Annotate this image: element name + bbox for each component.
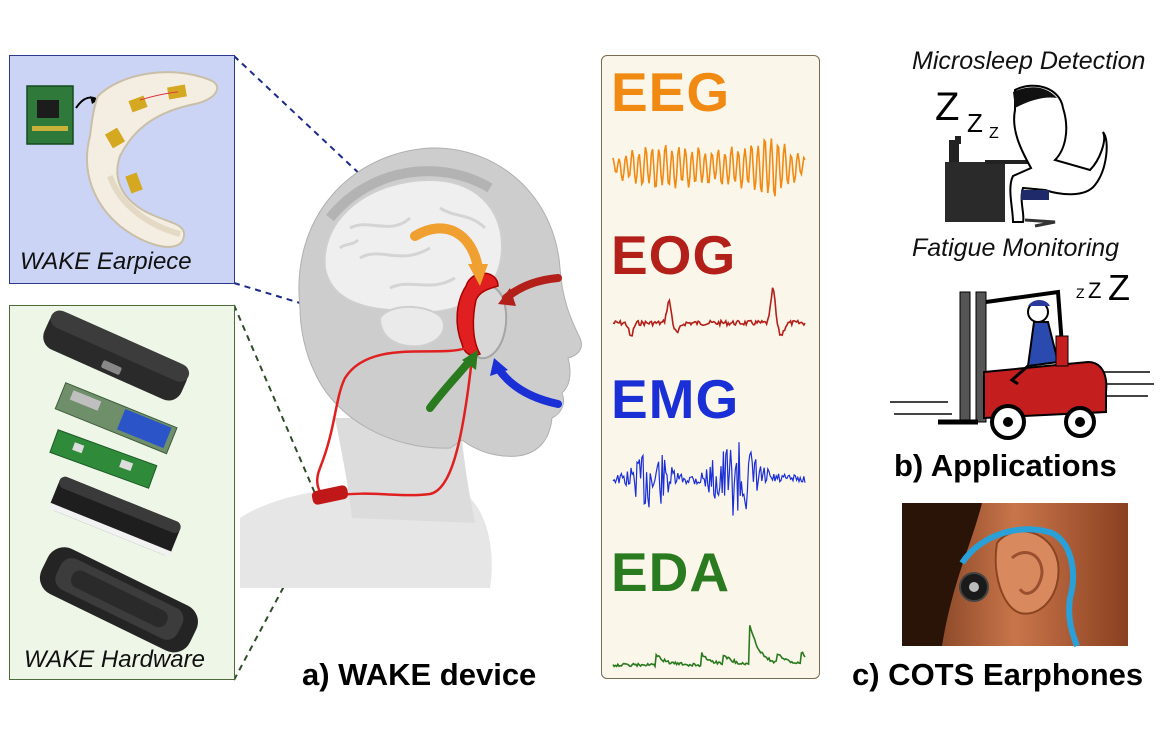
electrode — [128, 95, 148, 113]
eog-waveform — [612, 287, 806, 337]
desk — [945, 162, 1005, 222]
electrode — [125, 172, 143, 194]
eeg-waveform — [612, 137, 806, 197]
signal-waveforms — [612, 137, 806, 669]
bottom-casing — [39, 547, 198, 653]
fatigue-title: Fatigue Monitoring — [912, 234, 1120, 262]
cots-caption: c) COTS Earphones — [852, 657, 1144, 692]
earpiece-shape — [86, 71, 219, 248]
emg-arrow — [494, 364, 562, 408]
ear-photo — [994, 530, 1060, 615]
hardware-exploded-view — [39, 310, 198, 653]
emg-waveform — [612, 442, 806, 516]
head-illustration — [240, 147, 582, 588]
earpiece-caption: WAKE Earpiece — [20, 248, 192, 275]
earpiece-illustration — [26, 71, 219, 248]
battery — [48, 476, 181, 558]
fatigue-illustration: Z Z Z — [890, 267, 1154, 440]
emg-label: EMG — [611, 368, 740, 430]
cerebellum — [378, 305, 445, 348]
microsleep-title: Microsleep Detection — [912, 47, 1146, 75]
electrode — [104, 127, 126, 149]
fatigue-z-small: Z — [1076, 285, 1085, 301]
top-casing — [43, 310, 190, 401]
hardware-module — [311, 485, 349, 505]
microsleep-illustration: Z Z Z — [935, 84, 1108, 228]
fatigue-z-large: Z — [1108, 267, 1130, 308]
hardware-panel: WAKE Hardware — [9, 305, 235, 680]
sleep-z-small: Z — [989, 125, 999, 142]
wake-earpiece-on-ear — [456, 272, 499, 357]
eog-label: EOG — [611, 224, 737, 286]
eeg-arrow — [410, 223, 483, 273]
sleeping-person — [1009, 84, 1108, 223]
sleep-z-medium: Z — [967, 108, 983, 138]
fatigue-z-medium: Z — [1088, 278, 1101, 303]
driver-body — [1026, 321, 1060, 368]
earpiece-panel: WAKE Earpiece — [9, 55, 235, 284]
eda-waveform — [612, 625, 806, 669]
cots-earphone-photo — [902, 503, 1128, 648]
eda-label: EDA — [611, 541, 731, 603]
eeg-label: EEG — [611, 61, 731, 123]
hardware-caption: WAKE Hardware — [24, 646, 205, 673]
sleep-z-large: Z — [935, 85, 959, 129]
device-caption: a) WAKE device — [302, 657, 537, 692]
earphone-band — [959, 526, 1080, 648]
main-board — [54, 382, 178, 455]
sensor-board — [49, 429, 158, 489]
applications-caption: b) Applications — [894, 448, 1117, 483]
cable — [316, 346, 474, 498]
